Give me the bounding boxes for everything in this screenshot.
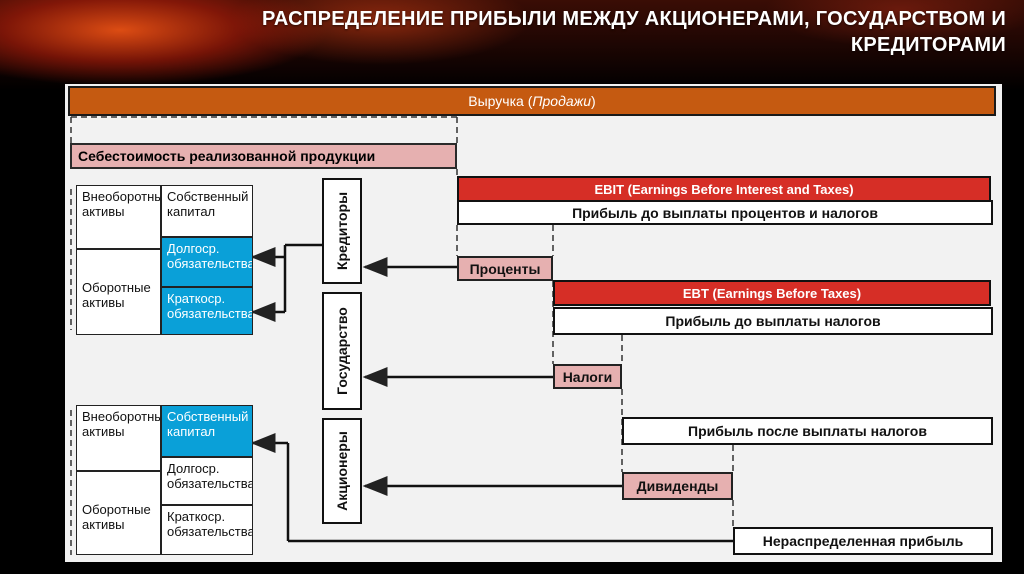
balance-top-equity: Собственный капитал [161, 185, 253, 237]
header-background [0, 0, 1024, 90]
balance-top-noncurrent-assets: Внеоборотные активы [76, 185, 161, 249]
shareholders-box: Акционеры [322, 418, 362, 524]
dividends-box: Дивиденды [622, 472, 733, 500]
interest-box: Проценты [457, 256, 553, 281]
revenue-label: Выручка ( [468, 93, 533, 109]
balance-top-current-assets: Оборотные активы [76, 249, 161, 335]
taxes-box: Налоги [553, 364, 622, 389]
balance-top-short-term-liabilities: Краткоср. обязательства [161, 287, 253, 335]
balance-bottom-short-term-liabilities: Краткоср. обязательства [161, 505, 253, 555]
creditors-label: Кредиторы [334, 191, 351, 271]
revenue-italic: Продажи [532, 93, 592, 109]
state-box: Государство [322, 292, 362, 410]
ebt-header: EBT (Earnings Before Taxes) [553, 280, 991, 306]
balance-bottom-current-assets: Оборотные активы [76, 471, 161, 555]
cogs-box: Себестоимость реализованной продукции [70, 143, 457, 169]
ebt-row: Прибыль до выплаты налогов [553, 307, 993, 335]
creditors-box: Кредиторы [322, 178, 362, 284]
ebit-row: Прибыль до выплаты процентов и налогов [457, 200, 993, 225]
revenue-bar: Выручка (Продажи) [68, 86, 996, 116]
balance-top-long-term-liabilities: Долгоср. обязательства [161, 237, 253, 287]
retained-earnings-row: Нераспределенная прибыль [733, 527, 993, 555]
balance-bottom-noncurrent-assets: Внеоборотные активы [76, 405, 161, 471]
state-label: Государство [334, 307, 351, 395]
balance-bottom-equity: Собственный капитал [161, 405, 253, 457]
slide-title: РАСПРЕДЕЛЕНИЕ ПРИБЫЛИ МЕЖДУ АКЦИОНЕРАМИ,… [262, 8, 1006, 56]
ebit-header: EBIT (Earnings Before Interest and Taxes… [457, 176, 991, 202]
revenue-close: ) [591, 93, 596, 109]
shareholders-label: Акционеры [334, 431, 351, 511]
net-income-row: Прибыль после выплаты налогов [622, 417, 993, 445]
balance-bottom-long-term-liabilities: Долгоср. обязательства [161, 457, 253, 505]
